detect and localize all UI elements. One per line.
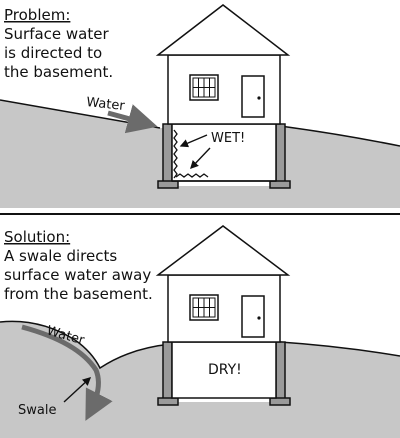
problem-basement-interior	[171, 123, 277, 182]
problem-panel: Problem: Surface water is directed to th…	[0, 4, 400, 208]
swale-label: Swale	[18, 403, 56, 418]
door-icon	[241, 75, 265, 118]
problem-house-roof	[155, 4, 291, 56]
problem-description-line-2: is directed to	[4, 44, 102, 62]
problem-footing-right	[269, 180, 291, 189]
problem-description-line-1: Surface water	[4, 25, 109, 43]
problem-wet-squiggle-floor	[175, 173, 209, 178]
solution-ground-line	[0, 320, 400, 370]
house-icon	[155, 4, 291, 125]
solution-house-roof	[155, 225, 291, 276]
house-icon	[155, 225, 291, 343]
solution-basement-wall-left	[162, 341, 173, 400]
problem-footing-left	[157, 180, 179, 189]
problem-heading: Problem:	[4, 6, 70, 24]
solution-description-line-2: surface water away	[4, 266, 151, 284]
solution-basement-interior	[171, 341, 277, 399]
problem-wet-label: WET!	[211, 131, 245, 146]
solution-basement-wall-right	[275, 341, 286, 400]
problem-ground	[0, 100, 400, 208]
problem-description-line-3: the basement.	[4, 63, 113, 81]
problem-wet-pointer-lower	[190, 147, 211, 170]
problem-wet-squiggle-wall	[173, 129, 178, 179]
arrow-icon	[107, 104, 158, 134]
solution-heading: Solution:	[4, 228, 70, 246]
arrow-icon	[21, 324, 113, 421]
solution-description-line-3: from the basement.	[4, 285, 153, 303]
solution-dry-label: DRY!	[208, 362, 242, 378]
window-icon	[189, 74, 219, 101]
swale-pointer	[63, 377, 92, 403]
problem-basement-wall-right	[275, 123, 286, 183]
problem-wet-pointer-upper	[179, 134, 208, 148]
solution-description-line-1: A swale directs	[4, 247, 117, 265]
solution-footing-right	[269, 397, 291, 406]
door-icon	[241, 295, 265, 338]
problem-water-label: Water	[86, 95, 126, 114]
problem-basement-wall-left	[162, 123, 173, 183]
solution-panel: Solution: A swale directs surface water …	[0, 225, 400, 438]
window-icon	[189, 294, 219, 321]
solution-footing-left	[157, 397, 179, 406]
